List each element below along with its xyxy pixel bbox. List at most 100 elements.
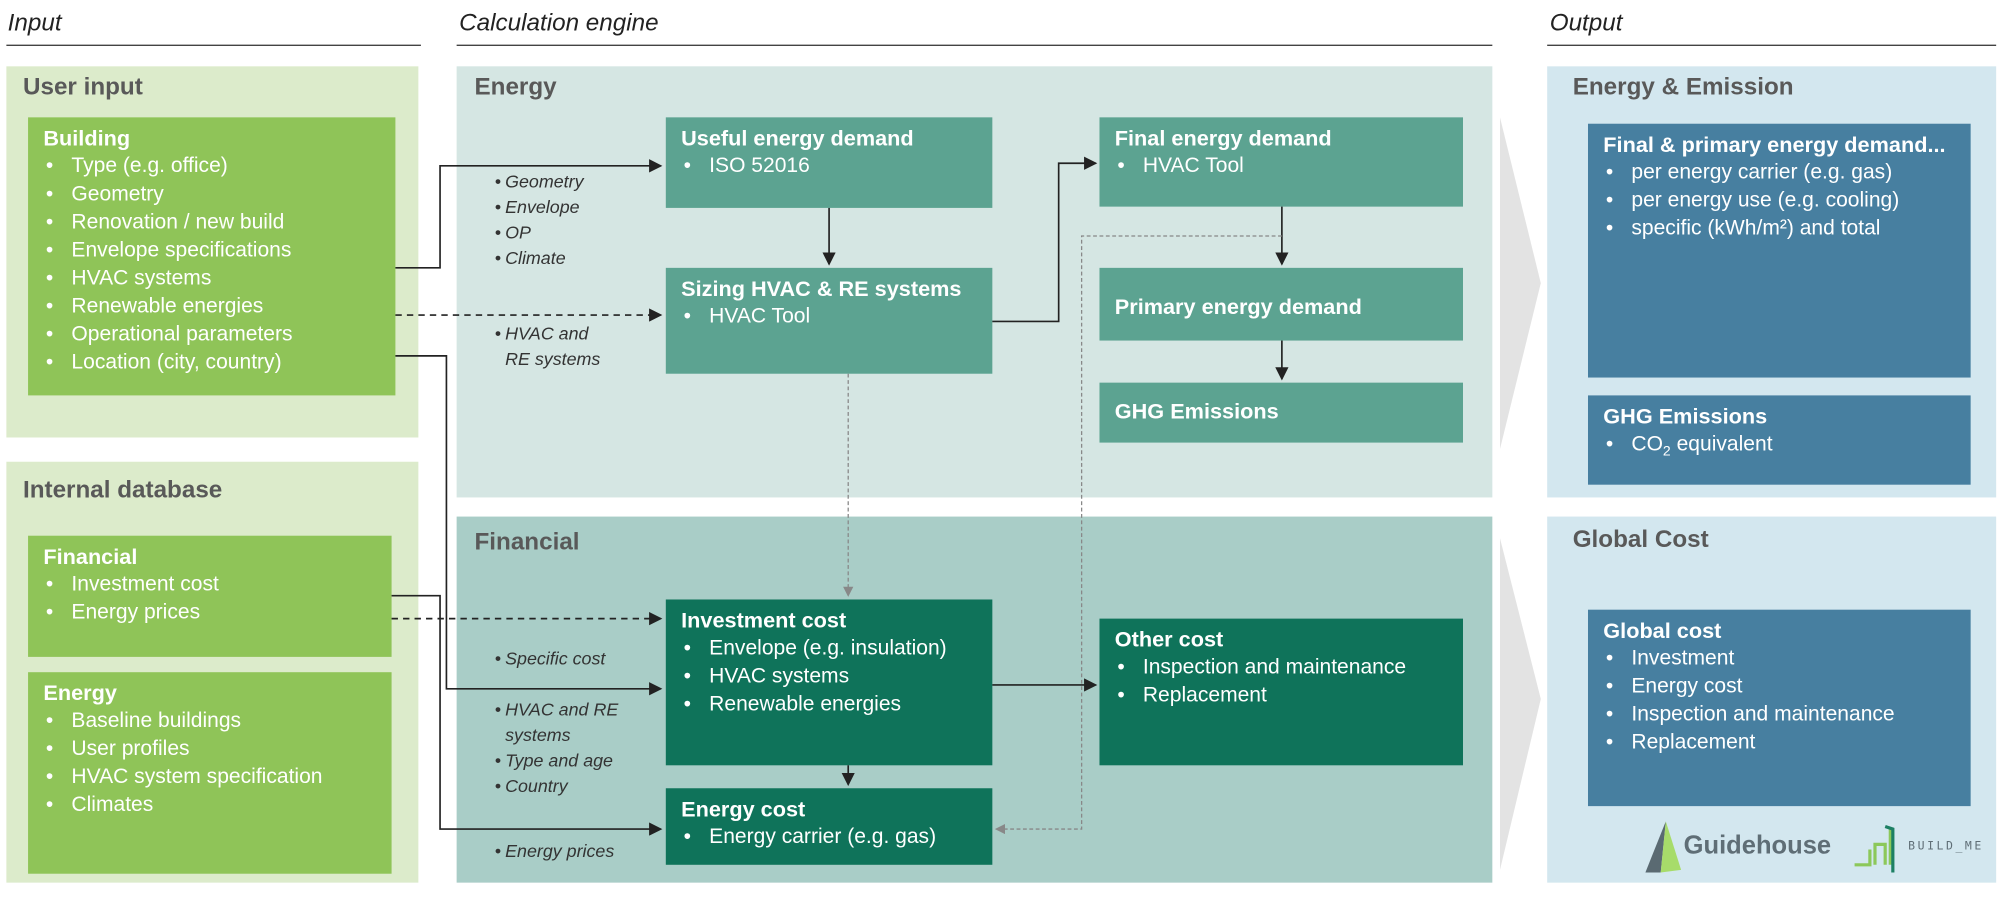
list-item: HVAC systems: [681, 662, 977, 690]
list-item: Envelope specifications: [43, 236, 380, 264]
list-item: Replacement: [1603, 728, 1955, 756]
primary-energy-box: Primary energy demand: [1099, 267, 1463, 341]
label: Energy prices: [495, 838, 618, 864]
list-item: Energy cost: [1603, 672, 1955, 700]
chevron-arrow-icon: [1499, 538, 1541, 870]
list-item: Investment cost: [43, 570, 376, 598]
bullet-list: HVAC Tool: [1115, 152, 1448, 180]
arrow: [395, 355, 663, 696]
panel-title: Financial: [474, 529, 580, 557]
list-item: Inspection and maintenance: [1603, 700, 1955, 728]
box-title: Financial: [43, 544, 138, 569]
global-cost-box: Global costInvestmentEnergy costInspecti…: [1587, 609, 1971, 807]
panel-title: Energy: [474, 73, 557, 101]
list-item: Renovation / new build: [43, 208, 380, 236]
ghg-output-box: GHG Emissions CO2 equivalent: [1587, 395, 1971, 485]
financial-labels: Specific cost HVAC and RE systems Type a…: [495, 645, 618, 863]
list-item: Renewable energies: [681, 690, 977, 718]
box-title: Final energy demand: [1114, 126, 1332, 151]
label: HVAC and RE: [495, 696, 618, 722]
box-title: Energy: [43, 681, 117, 706]
list-item: HVAC system specification: [43, 763, 376, 791]
arrow: [994, 235, 1282, 835]
final-energy-box: Final energy demandHVAC Tool: [1099, 117, 1463, 207]
list-item: HVAC Tool: [681, 302, 977, 330]
ghg-box: GHG Emissions: [1099, 382, 1463, 443]
list-item: Climates: [43, 791, 376, 819]
list-item: HVAC systems: [43, 264, 380, 292]
label: systems: [505, 724, 571, 745]
sizing-inputs-labels: HVAC and RE systems: [495, 320, 600, 371]
list-item: Envelope (e.g. insulation): [681, 634, 977, 662]
list-item: Energy prices: [43, 598, 376, 626]
label: OP: [495, 219, 584, 245]
bullet-list: ISO 52016: [681, 152, 977, 180]
list-item: Type (e.g. office): [43, 152, 380, 180]
bullet-list: Type (e.g. office)GeometryRenovation / n…: [43, 152, 380, 376]
bullet-list: per energy carrier (e.g. gas)per energy …: [1603, 158, 1955, 242]
box-title: GHG Emissions: [1603, 404, 1768, 429]
list-item: Replacement: [1115, 681, 1448, 709]
list-item: Baseline buildings: [43, 707, 376, 735]
bullet-list: Inspection and maintenanceReplacement: [1115, 653, 1448, 709]
energy-cost-box: Energy costEnergy carrier (e.g. gas): [665, 788, 993, 865]
list-item: Energy carrier (e.g. gas): [681, 823, 977, 851]
useful-energy-box: Useful energy demandISO 52016: [665, 117, 993, 208]
list-item: Investment: [1603, 644, 1955, 672]
list-item: Operational parameters: [43, 320, 380, 348]
arrow: [391, 594, 663, 836]
header-engine: Calculation engine: [459, 10, 659, 37]
flow-arrows: [1499, 117, 1541, 870]
arrow: [992, 156, 1098, 323]
list-item: ISO 52016: [681, 152, 977, 180]
box-title: Global cost: [1603, 618, 1722, 643]
energy-db-box: Energy Baseline buildingsUser profilesHV…: [28, 672, 392, 874]
box-title: Building: [43, 126, 131, 151]
bullet-list: HVAC Tool: [681, 302, 977, 330]
buildme-logo: BUILD_ME: [1908, 840, 1984, 854]
label: Climate: [495, 245, 584, 271]
label: Country: [495, 773, 618, 799]
label: HVAC and: [495, 320, 600, 346]
divider: [456, 44, 1493, 46]
demand-output-box: Final & primary energy demand...per ener…: [1587, 123, 1971, 378]
chevron-arrow-icon: [1499, 117, 1541, 449]
panel-title: Internal database: [22, 477, 223, 504]
bullet-list: Investment costEnergy prices: [43, 570, 376, 626]
building-box: Building Type (e.g. office)GeometryRenov…: [28, 117, 396, 396]
list-item: Geometry: [43, 180, 380, 208]
bullet-list: Energy carrier (e.g. gas): [681, 823, 977, 851]
panel-title: Energy & Emission: [1572, 73, 1794, 101]
arrow: [395, 159, 663, 269]
guidehouse-logo: Guidehouse: [1683, 831, 1832, 860]
list-item: specific (kWh/m²) and total: [1603, 214, 1955, 242]
label: Geometry: [495, 168, 584, 194]
label: Specific cost: [495, 645, 618, 671]
list-item: per energy use (e.g. cooling): [1603, 186, 1955, 214]
box-title: Other cost: [1114, 627, 1224, 652]
list-item: HVAC Tool: [1115, 152, 1448, 180]
other-cost-box: Other costInspection and maintenanceRepl…: [1099, 618, 1463, 766]
box-title: Useful energy demand: [681, 126, 914, 151]
box-title: Energy cost: [681, 797, 806, 822]
buildme-logo-icon: [1854, 825, 1895, 873]
label: RE systems: [505, 348, 601, 369]
divider: [1547, 44, 1997, 46]
list-item: Location (city, country): [43, 348, 380, 376]
sizing-box: Sizing HVAC & RE systemsHVAC Tool: [665, 267, 993, 374]
box-title: Sizing HVAC & RE systems: [681, 276, 962, 302]
list-item: Renewable energies: [43, 292, 380, 320]
header-output: Output: [1549, 10, 1623, 37]
box-title: Investment cost: [681, 608, 847, 633]
panel-title: User input: [22, 73, 143, 101]
header-input: Input: [7, 10, 62, 37]
divider: [6, 44, 421, 46]
panel-title: Global Cost: [1572, 526, 1709, 554]
guidehouse-logo-icon: [1645, 821, 1682, 873]
useful-inputs-labels: Geometry Envelope OP Climate: [495, 168, 584, 270]
bullet-list: Baseline buildingsUser profilesHVAC syst…: [43, 707, 376, 819]
list-item: per energy carrier (e.g. gas): [1603, 158, 1955, 186]
list-item: Inspection and maintenance: [1115, 653, 1448, 681]
